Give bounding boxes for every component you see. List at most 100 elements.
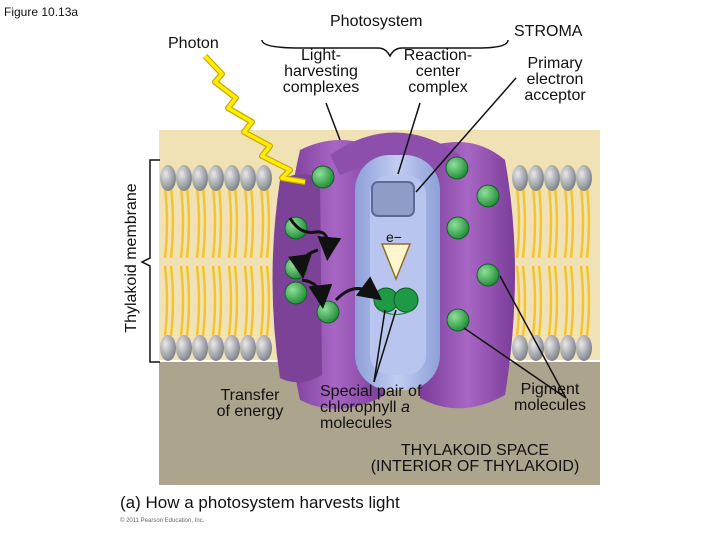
stroma-label: STROMA bbox=[514, 23, 583, 40]
electron-transfer-arrow bbox=[380, 243, 412, 282]
pigment-molecule bbox=[446, 308, 470, 332]
lipid-tail bbox=[531, 187, 537, 259]
lipid-head bbox=[160, 165, 176, 191]
lipid-tail bbox=[211, 187, 217, 259]
electron-label: e− bbox=[386, 229, 402, 245]
lipid-tail bbox=[179, 265, 185, 337]
reaction-center-line-1: Reaction- bbox=[403, 47, 473, 64]
lipid-head bbox=[208, 335, 224, 361]
thylakoid-membrane-label: Thylakoid membrane bbox=[123, 183, 140, 333]
lipid-tail bbox=[259, 187, 265, 259]
photosystem-label: Photosystem bbox=[330, 13, 423, 30]
lipid-tail bbox=[249, 265, 255, 337]
lipid-tail bbox=[563, 265, 569, 337]
lipid-head bbox=[240, 335, 256, 361]
lipid-head bbox=[256, 335, 272, 361]
lipid-tail bbox=[537, 265, 543, 337]
lipid-head bbox=[512, 165, 528, 191]
pigment-label: Pigment molecules bbox=[500, 382, 600, 414]
light-harvesting-label: Light- harvesting complexes bbox=[266, 48, 376, 96]
thylakoid-space-line-2: (INTERIOR OF THYLAKOID) bbox=[370, 458, 580, 475]
reaction-center-line-3: complex bbox=[408, 79, 468, 96]
special-pair-line-1: Special pair of bbox=[320, 383, 422, 400]
pigment-molecule bbox=[476, 184, 500, 208]
photon-bolt-core bbox=[203, 54, 306, 184]
special-pair-label: Special pair of chlorophyll a molecules bbox=[320, 384, 421, 432]
lipid-head bbox=[192, 335, 208, 361]
lipid-tail bbox=[515, 187, 521, 259]
lipid-tail bbox=[217, 265, 223, 337]
lipid-head bbox=[544, 335, 560, 361]
thylakoid-space-line-1: THYLAKOID SPACE bbox=[400, 442, 550, 459]
lipid-head bbox=[192, 165, 208, 191]
lipid-tail bbox=[195, 265, 201, 337]
pigment-molecule bbox=[311, 165, 335, 189]
lipid-tail bbox=[227, 265, 233, 337]
lipid-tail bbox=[563, 187, 569, 259]
primary-electron-acceptor bbox=[371, 181, 415, 217]
lipid-head bbox=[528, 165, 544, 191]
energy-transfer-arrows bbox=[288, 217, 383, 309]
lipid-head bbox=[176, 335, 192, 361]
light-harvesting-line-3: complexes bbox=[282, 79, 360, 96]
lipid-head bbox=[512, 335, 528, 361]
lipid-tail bbox=[185, 265, 191, 337]
lipid-tail bbox=[243, 187, 249, 259]
lipid-head bbox=[224, 335, 240, 361]
copyright-notice: © 2011 Pearson Education, Inc. bbox=[120, 518, 205, 524]
lipid-tail bbox=[163, 265, 169, 337]
lipid-tail bbox=[531, 265, 537, 337]
lipid-tail bbox=[521, 187, 527, 259]
lipid-tail bbox=[201, 265, 207, 337]
lipid-tail bbox=[195, 187, 201, 259]
primary-acceptor-line-3: acceptor bbox=[524, 87, 586, 104]
primary-acceptor-line-2: electron bbox=[526, 71, 584, 88]
reaction-center-line-2: center bbox=[415, 63, 461, 80]
lipid-tail bbox=[521, 265, 527, 337]
lipid-tail bbox=[169, 187, 175, 259]
special-pair-line-2: chlorophyll a bbox=[320, 400, 421, 416]
lipid-tail bbox=[579, 187, 585, 259]
figure-number: Figure 10.13a bbox=[4, 5, 79, 19]
lipid-tail bbox=[537, 187, 543, 259]
lipid-head bbox=[208, 165, 224, 191]
lipid-tail bbox=[201, 187, 207, 259]
lipid-tails-top bbox=[163, 187, 591, 259]
special-pair-line-3: molecules bbox=[320, 415, 393, 432]
lipid-tail bbox=[211, 265, 217, 337]
lipid-head bbox=[256, 165, 272, 191]
lipid-tail bbox=[259, 265, 265, 337]
lipid-head bbox=[560, 335, 576, 361]
lipid-tail bbox=[553, 187, 559, 259]
lipid-head bbox=[176, 165, 192, 191]
lipid-heads-bottom bbox=[160, 335, 592, 361]
special-pair-chlorophyll-word: chlorophyll bbox=[320, 399, 397, 416]
lipid-head bbox=[528, 335, 544, 361]
pigment-molecule bbox=[316, 300, 340, 324]
lipid-tail bbox=[585, 265, 591, 337]
transfer-line-1: Transfer bbox=[220, 387, 280, 404]
light-harvesting-line-1: Light- bbox=[300, 47, 342, 64]
lipid-tail bbox=[217, 187, 223, 259]
reaction-center-label: Reaction- center complex bbox=[388, 48, 488, 96]
primary-acceptor-label: Primary electron acceptor bbox=[510, 56, 600, 104]
lipid-tail bbox=[227, 187, 233, 259]
pigment-line-1: Pigment bbox=[520, 381, 580, 398]
lipid-tail bbox=[163, 187, 169, 259]
lipid-head bbox=[160, 335, 176, 361]
pigment-molecule bbox=[445, 156, 469, 180]
lipid-head bbox=[560, 165, 576, 191]
special-pair-italic-a: a bbox=[400, 399, 410, 416]
lipid-tails-bottom bbox=[163, 265, 591, 337]
lipid-tail bbox=[169, 265, 175, 337]
pigment-molecule bbox=[476, 263, 500, 287]
lipid-tail bbox=[547, 265, 553, 337]
photosystem-brace bbox=[261, 39, 509, 58]
leader-lines bbox=[325, 77, 567, 399]
lipid-tail bbox=[547, 187, 553, 259]
lipid-head bbox=[240, 165, 256, 191]
figure-caption: (a) How a photosystem harvests light bbox=[120, 493, 400, 512]
lipid-tail bbox=[515, 265, 521, 337]
thylakoid-space-label: THYLAKOID SPACE (INTERIOR OF THYLAKOID) bbox=[340, 443, 610, 475]
lipid-tail bbox=[249, 187, 255, 259]
